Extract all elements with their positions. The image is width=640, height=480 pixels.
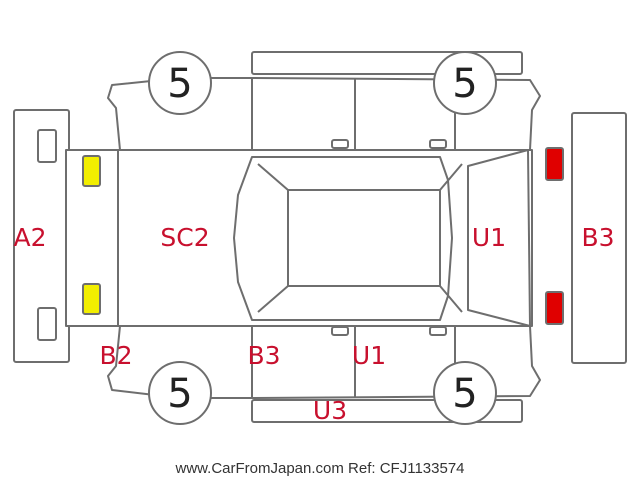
code-front-left-fender: B2 [99, 341, 132, 370]
code-rear-bumper: B3 [581, 223, 614, 252]
code-left-door: U1 [352, 341, 386, 370]
wheel-front-right-label: 5 [167, 371, 192, 417]
wheel-rear-left-label: 5 [452, 61, 477, 107]
reference-footer: www.CarFromJapan.com Ref: CFJ1133574 [175, 460, 465, 477]
wheel-front-left-label: 5 [167, 61, 192, 107]
car-body [65, 149, 533, 327]
front-right-lamp [82, 283, 101, 315]
code-front-bumper: A2 [13, 223, 46, 252]
wheel-front-left: 5 [148, 51, 212, 115]
rear-bumper [571, 112, 627, 364]
code-left-sill: U3 [313, 396, 347, 425]
wheel-rear-left: 5 [433, 51, 497, 115]
wheel-rear-right-label: 5 [452, 371, 477, 417]
wheel-front-right: 5 [148, 361, 212, 425]
rear-left-lamp [545, 147, 564, 181]
wheel-rear-right: 5 [433, 361, 497, 425]
rear-right-lamp [545, 291, 564, 325]
front-left-lamp [82, 155, 101, 187]
code-left-a-pillar: B3 [247, 341, 280, 370]
code-rear-glass: U1 [472, 223, 506, 252]
code-hood: SC2 [160, 223, 209, 252]
